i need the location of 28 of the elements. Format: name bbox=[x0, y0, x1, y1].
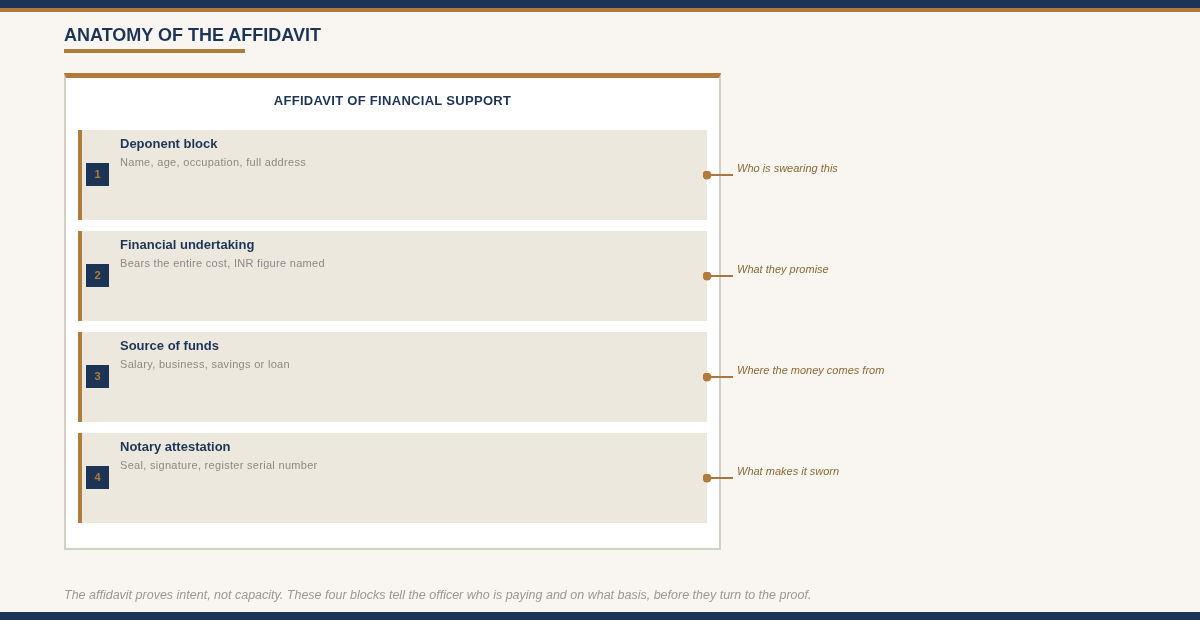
section-title: Notary attestation bbox=[120, 439, 231, 455]
section-block bbox=[78, 130, 707, 220]
leader-line bbox=[702, 271, 734, 281]
leader-line bbox=[702, 170, 734, 180]
page-title: ANATOMY OF THE AFFIDAVIT bbox=[64, 24, 321, 46]
section-description: Salary, business, savings or loan bbox=[120, 357, 290, 371]
callout-text: What they promise bbox=[737, 262, 829, 276]
section-block bbox=[78, 332, 707, 422]
section-title: Source of funds bbox=[120, 338, 219, 354]
document-card bbox=[64, 73, 721, 550]
section-description: Bears the entire cost, INR figure named bbox=[120, 256, 325, 270]
section-description: Seal, signature, register serial number bbox=[120, 458, 318, 472]
leader-line bbox=[702, 372, 734, 382]
number-badge: 1 bbox=[86, 163, 109, 186]
section-title: Deponent block bbox=[120, 136, 218, 152]
section-block bbox=[78, 433, 707, 523]
callout-text: Who is swearing this bbox=[737, 161, 838, 175]
number-badge: 2 bbox=[86, 264, 109, 287]
caption: The affidavit proves intent, not capacity. These four blocks tell the officer who is paying and on what basis, before they turn to the proof. bbox=[64, 587, 812, 603]
section-block bbox=[78, 231, 707, 321]
card-heading: AFFIDAVIT OF FINANCIAL SUPPORT bbox=[273, 93, 512, 108]
leader-line bbox=[702, 473, 734, 483]
callout-text: What makes it sworn bbox=[737, 464, 840, 478]
section-description: Name, age, occupation, full address bbox=[120, 155, 306, 169]
number-badge: 3 bbox=[86, 365, 109, 388]
callout-text: Where the money comes from bbox=[737, 363, 885, 377]
section-title: Financial undertaking bbox=[120, 237, 255, 253]
number-badge: 4 bbox=[86, 466, 109, 489]
